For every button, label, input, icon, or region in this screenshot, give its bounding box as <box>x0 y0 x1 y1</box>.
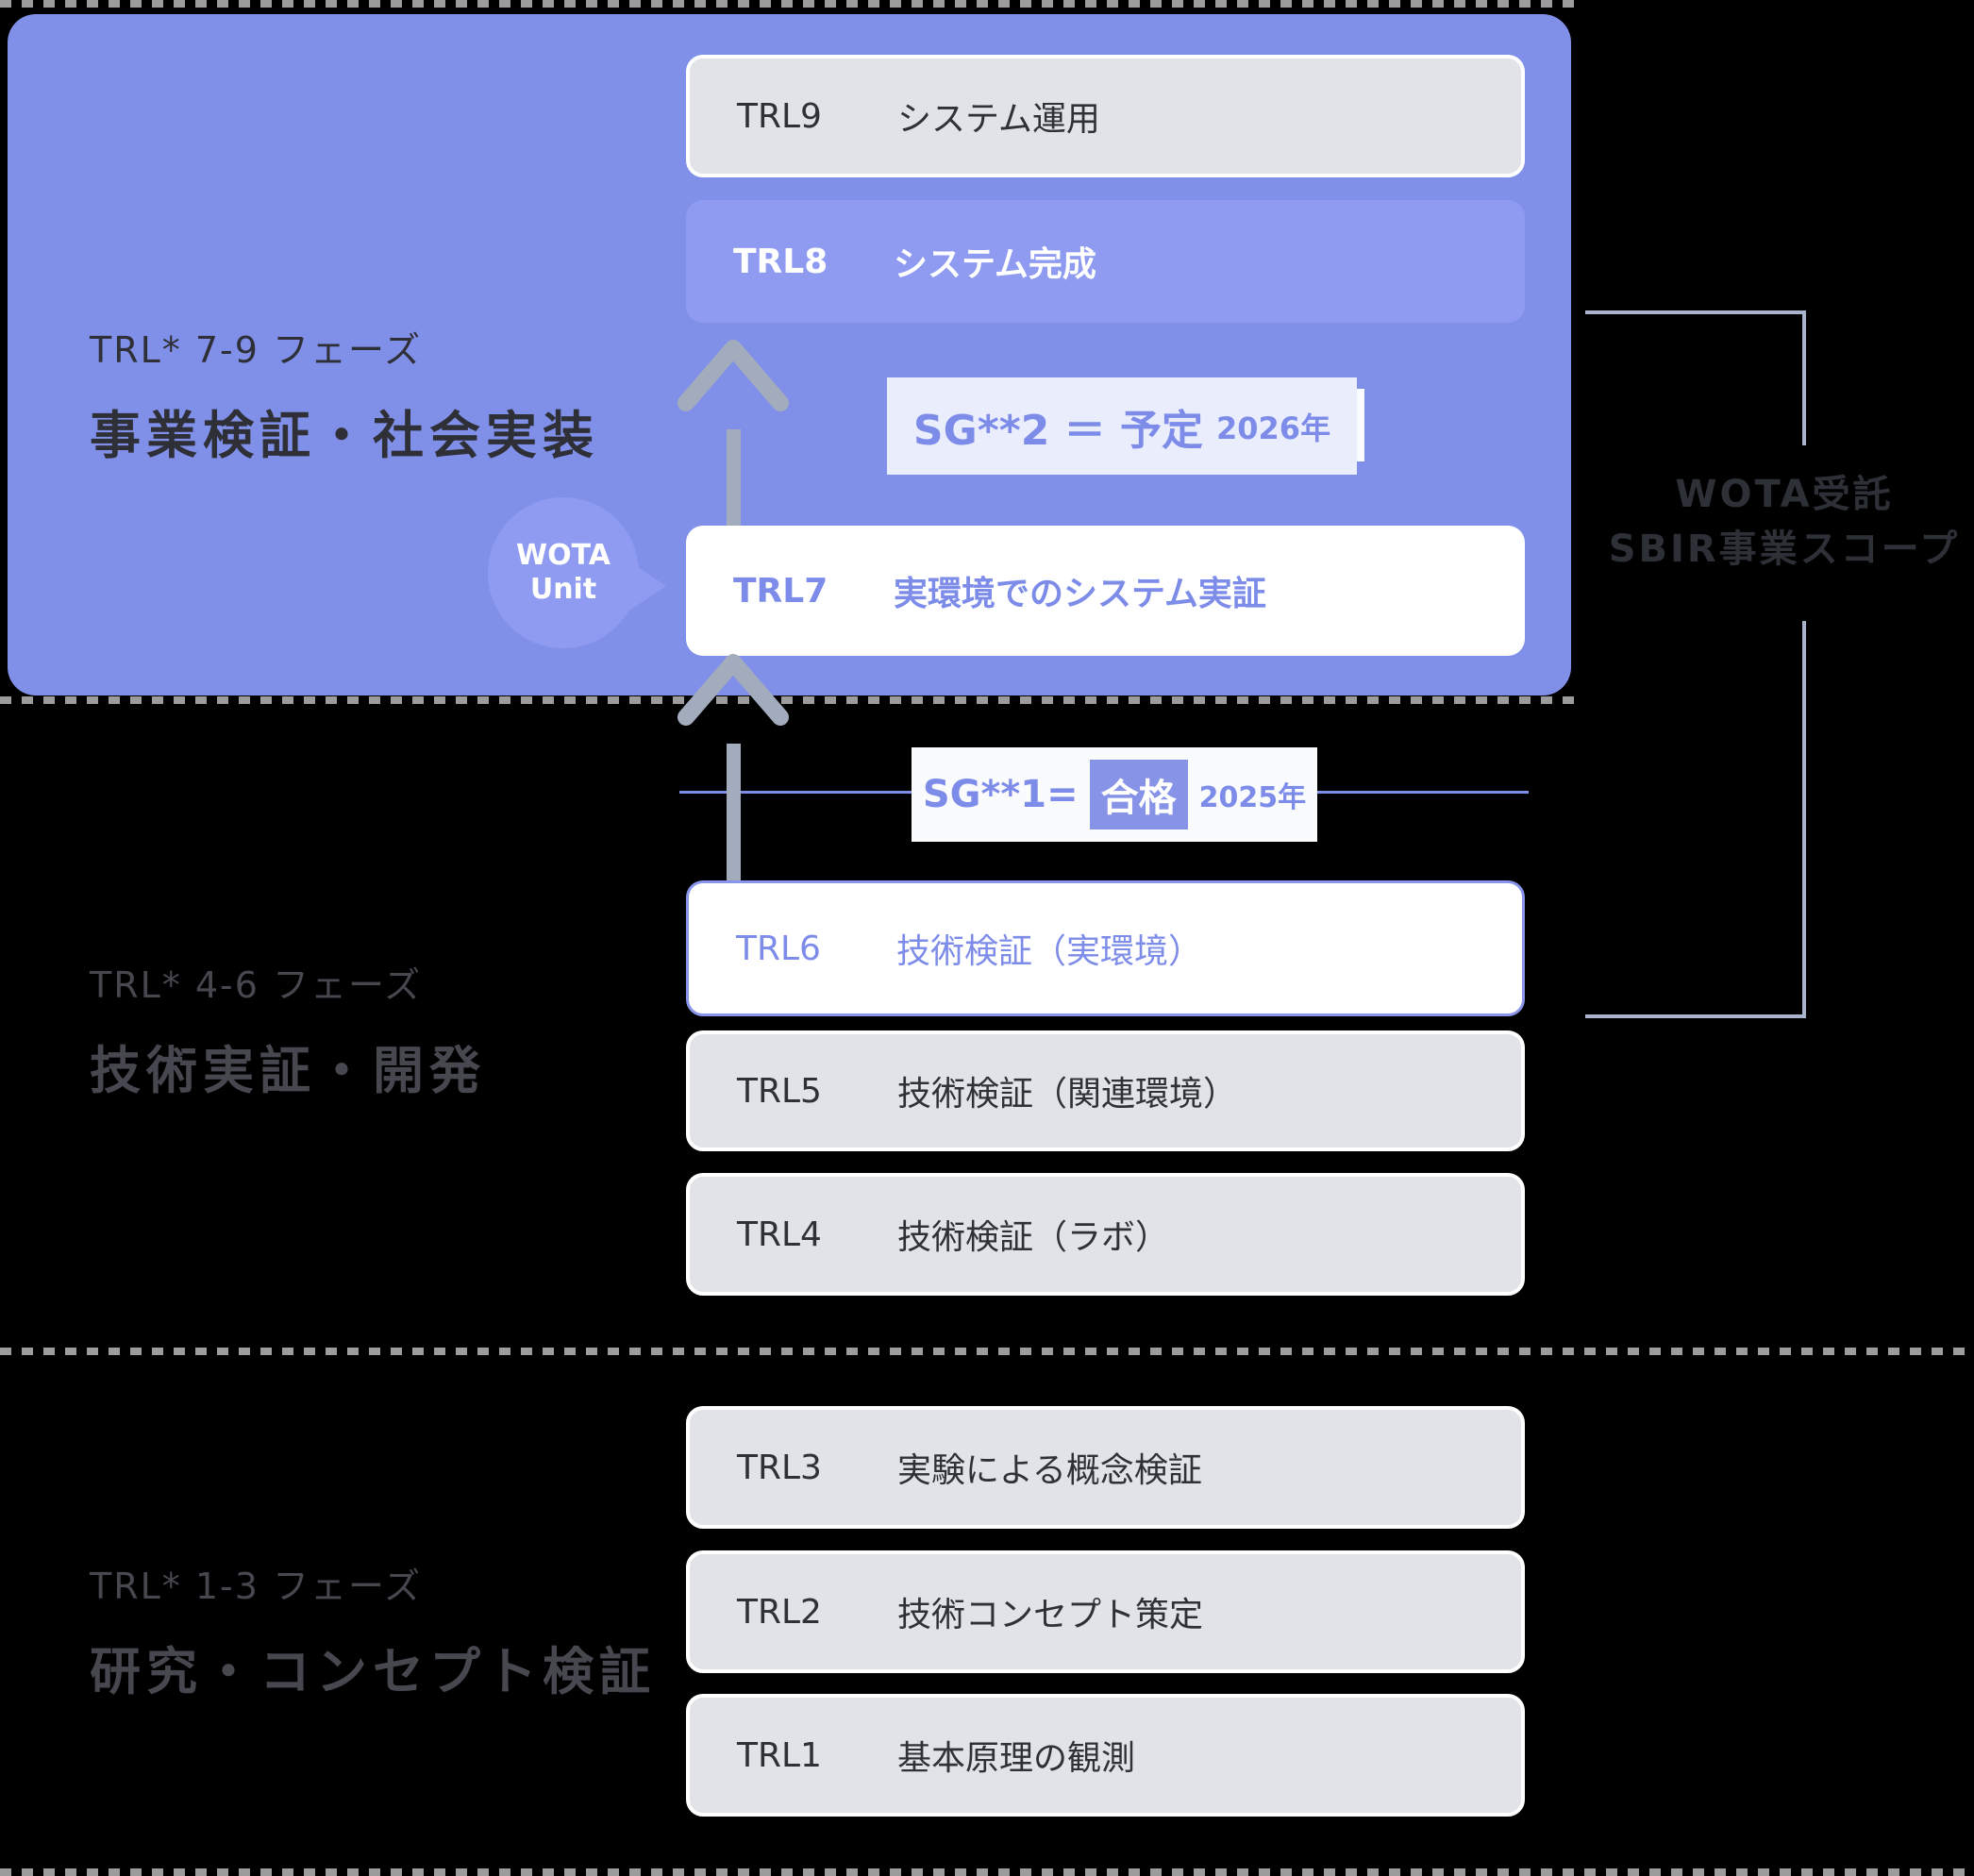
scope-bracket-bottom <box>1585 1014 1806 1018</box>
trl9-code: TRL9 <box>737 96 822 136</box>
trl6-label: 技術検証（実環境） <box>896 932 1203 971</box>
section-phase-range: TRL* 1-3 フェーズ <box>90 1566 423 1607</box>
dashed-divider-bottom <box>0 1868 1974 1876</box>
section-phase-range: TRL* 4-6 フェーズ <box>90 964 423 1006</box>
wota-unit-badge: WOTA Unit <box>488 497 639 648</box>
trl8-label: システム完成 <box>894 245 1096 284</box>
section-phase-title: 事業検証・社会実装 <box>90 406 599 465</box>
stage-gate-2-label: SG**2 ＝ 予定 2026年 <box>887 377 1357 475</box>
dashed-divider-phase46-13 <box>0 1348 1974 1355</box>
wota-badge-line2: Unit <box>529 573 597 606</box>
sg1-result-badge: 合格 <box>1089 760 1188 829</box>
scope-label-line1: WOTA受託 <box>1675 473 1894 516</box>
section-label-phase-4-6: TRL* 4-6 フェーズ 技術実証・開発 <box>90 956 486 1103</box>
sg2-text: SG**2 ＝ 予定 <box>912 406 1203 455</box>
trl3-label: 実験による概念検証 <box>897 1451 1202 1490</box>
trl9-row: TRL9 システム運用 <box>686 55 1525 177</box>
trl7-label: 実環境でのシステム実証 <box>894 575 1266 613</box>
trl1-row: TRL1 基本原理の観測 <box>686 1694 1525 1817</box>
section-label-phase-1-3: TRL* 1-3 フェーズ 研究・コンセプト検証 <box>90 1557 656 1704</box>
trl5-row: TRL5 技術検証（関連環境） <box>686 1030 1525 1151</box>
trl2-code: TRL2 <box>737 1592 822 1632</box>
section-phase-range: TRL* 7-9 フェーズ <box>90 329 423 371</box>
trl1-code: TRL1 <box>737 1735 822 1775</box>
trl9-label: システム運用 <box>897 100 1100 139</box>
scope-bracket-top <box>1585 310 1806 314</box>
trl4-row: TRL4 技術検証（ラボ） <box>686 1173 1525 1296</box>
trl4-code: TRL4 <box>737 1214 822 1254</box>
trl6-row: TRL6 技術検証（実環境） <box>686 880 1525 1016</box>
sg1-year: 2025年 <box>1198 781 1307 814</box>
scope-bracket-label: WOTA受託 SBIR事業スコープ <box>1595 467 1974 577</box>
trl3-code: TRL3 <box>737 1448 822 1487</box>
trl7-row: TRL7 実環境でのシステム実証 <box>686 526 1525 656</box>
dashed-divider-phase79-46 <box>0 696 1574 704</box>
wota-badge-line1: WOTA <box>516 539 611 572</box>
trl2-label: 技術コンセプト策定 <box>897 1596 1204 1634</box>
section-label-phase-7-9: TRL* 7-9 フェーズ 事業検証・社会実装 <box>90 321 599 468</box>
trl2-row: TRL2 技術コンセプト策定 <box>686 1550 1525 1673</box>
section-phase-title: 技術実証・開発 <box>90 1041 486 1100</box>
trl6-code: TRL6 <box>736 929 821 968</box>
trl7-code: TRL7 <box>733 571 828 611</box>
section-phase-title: 研究・コンセプト検証 <box>90 1642 656 1701</box>
trl1-label: 基本原理の観測 <box>897 1739 1136 1778</box>
sg2-label-edge-decoration <box>1357 389 1364 461</box>
sg2-year: 2026年 <box>1216 410 1331 446</box>
stage-gate-1-label: SG**1= 合格 2025年 <box>912 747 1317 842</box>
trl8-row: TRL8 システム完成 <box>686 200 1525 323</box>
scope-bracket-vertical-lower <box>1802 621 1806 1018</box>
trl4-label: 技術検証（ラボ） <box>897 1218 1170 1257</box>
trl8-code: TRL8 <box>733 242 828 281</box>
sg1-text: SG**1= <box>922 773 1079 816</box>
dashed-divider-top <box>0 0 1578 8</box>
trl5-label: 技術検証（関連環境） <box>897 1075 1238 1114</box>
trl5-code: TRL5 <box>737 1071 822 1111</box>
scope-label-line2: SBIR事業スコープ <box>1608 528 1961 571</box>
scope-bracket-vertical-upper <box>1802 310 1806 445</box>
trl3-row: TRL3 実験による概念検証 <box>686 1406 1525 1529</box>
